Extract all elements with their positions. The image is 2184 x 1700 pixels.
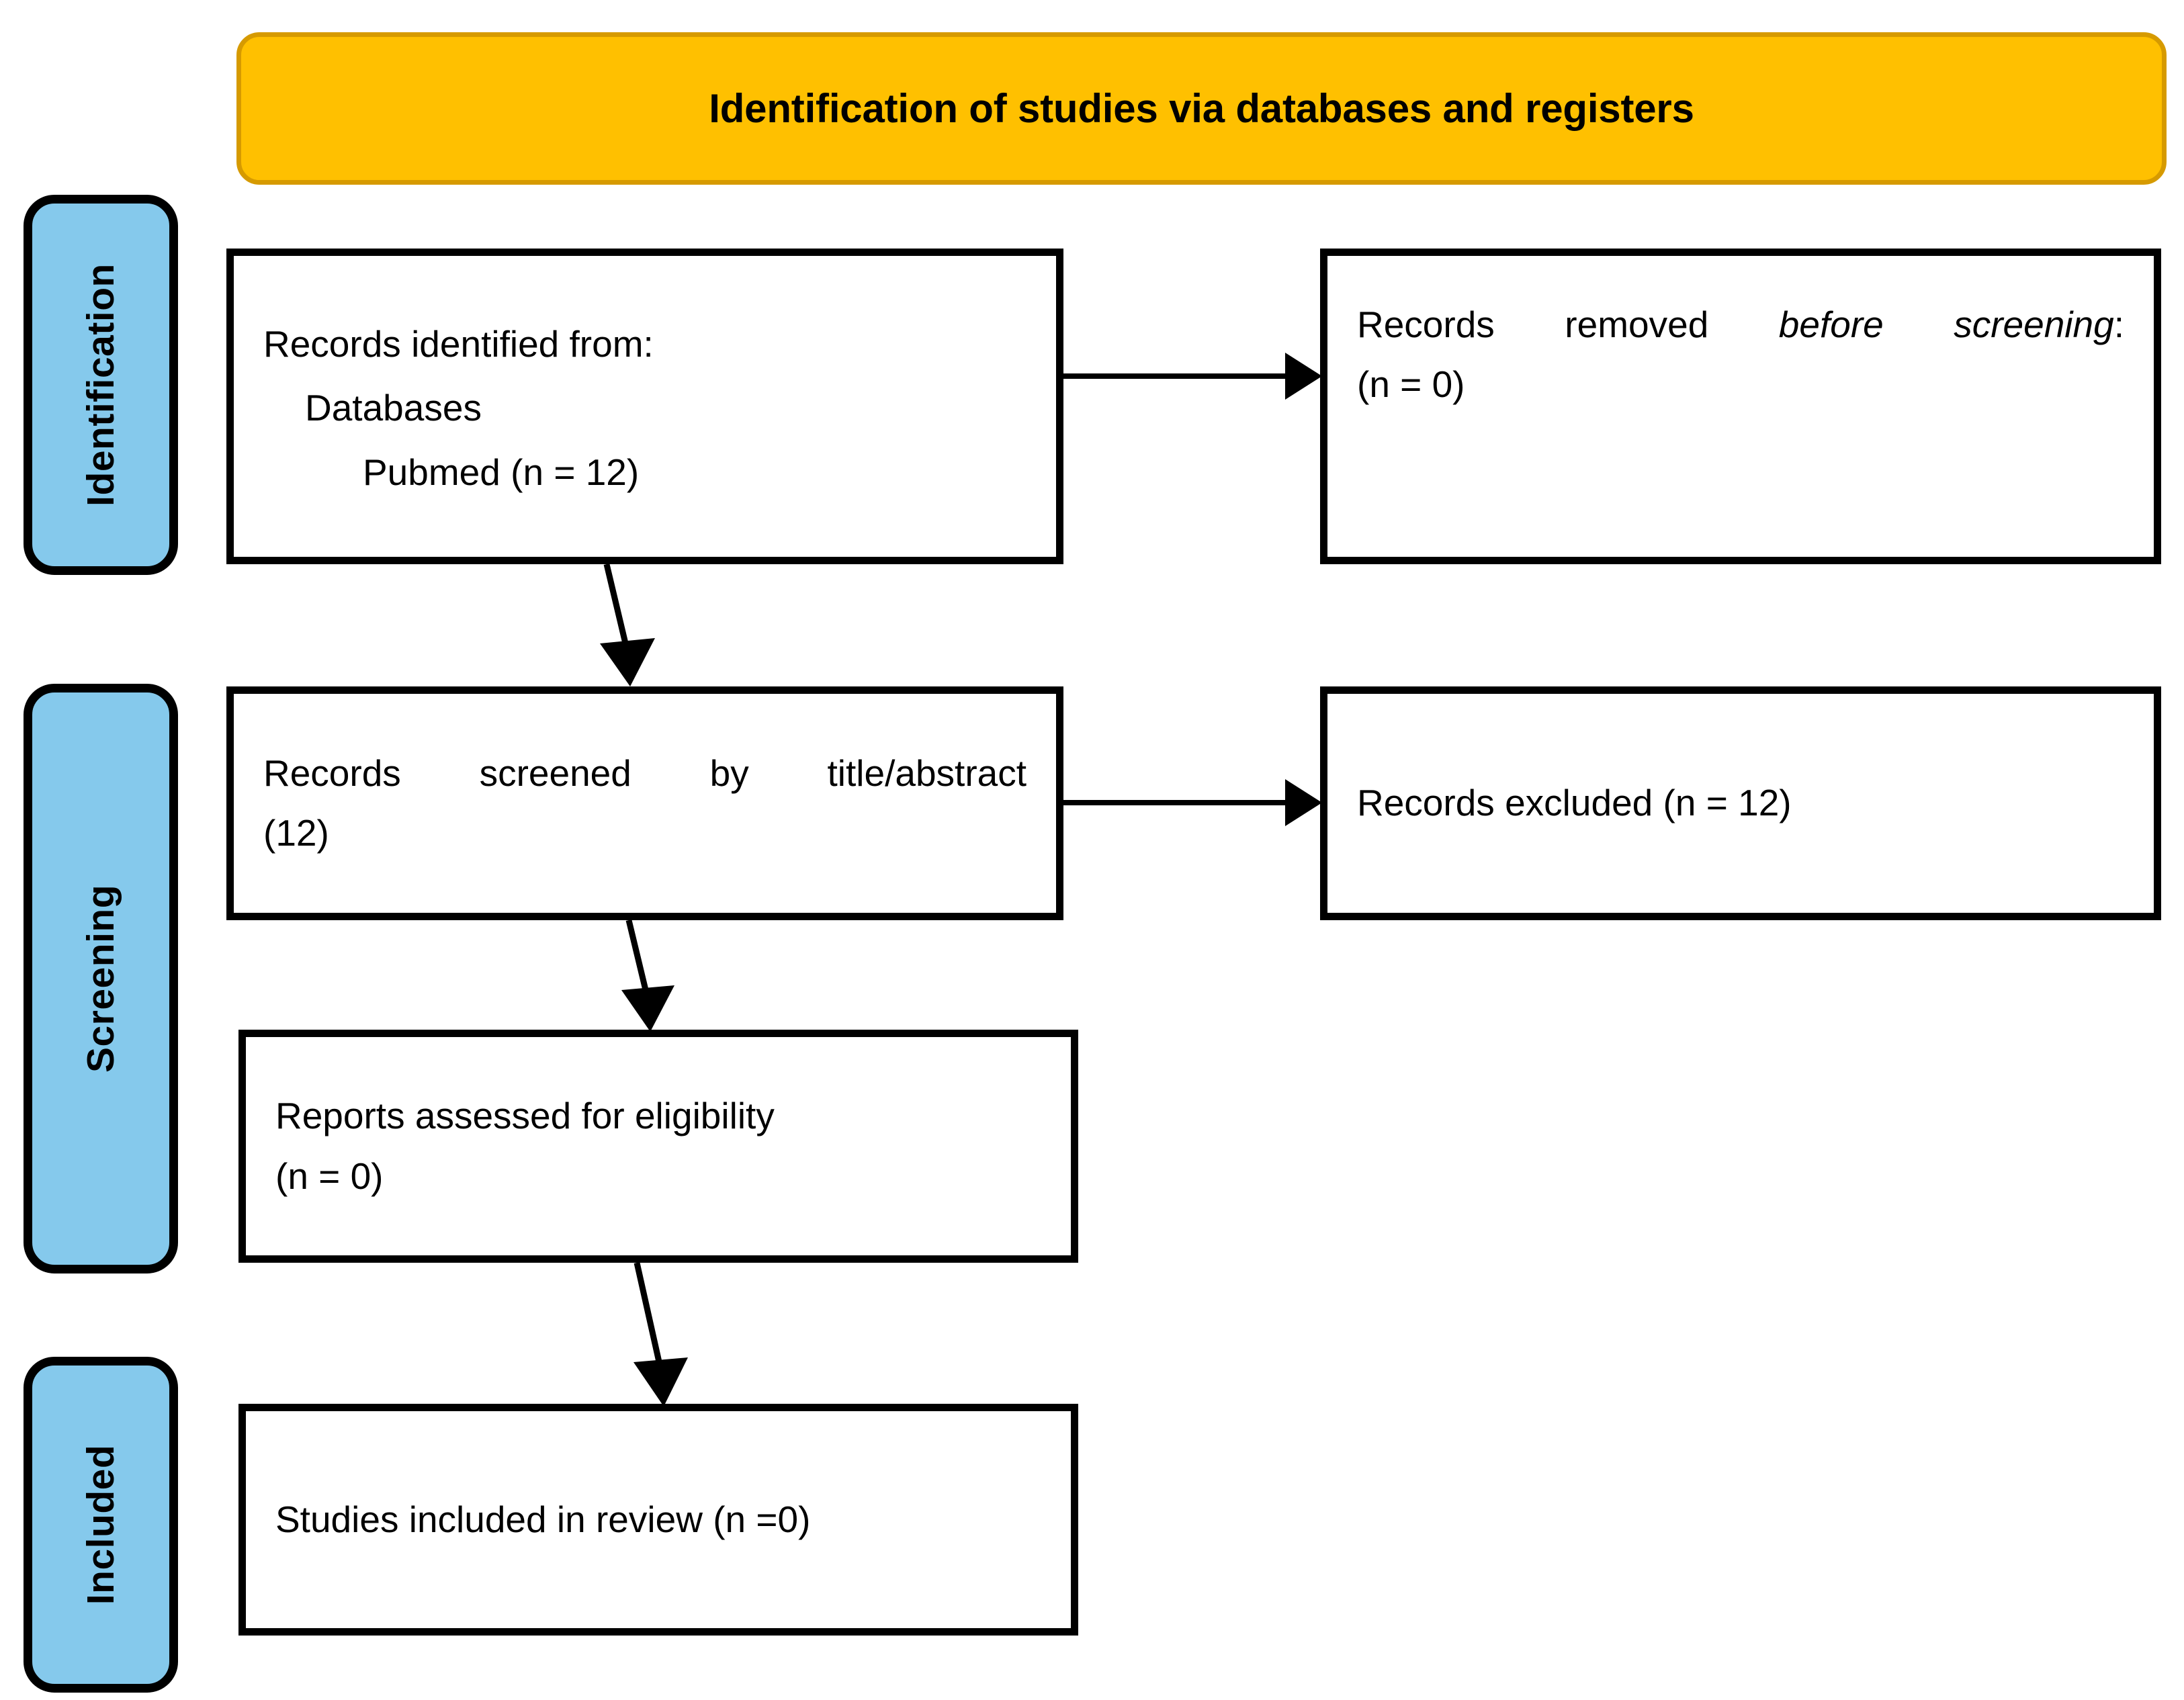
box-records-identified: Records identified from: Databases Pubme…	[226, 249, 1063, 564]
arrow-identified-to-screened	[600, 563, 655, 686]
stage-tab-screening-label: Screening	[79, 884, 122, 1073]
banner-title: Identification of studies via databases …	[709, 86, 1694, 131]
studies-included-line-1: Studies included in review (n =0)	[275, 1498, 811, 1540]
records-removed-italic: before screening	[1778, 304, 2114, 345]
stage-tab-identification-label: Identification	[79, 263, 123, 506]
records-identified-line-2: Databases	[305, 387, 482, 429]
box-studies-included-review: Studies included in review (n =0)	[238, 1404, 1078, 1636]
records-screened-line-1: Records screened by title/abstract	[263, 752, 1027, 794]
box-reports-assessed-eligibility: Reports assessed for eligibility (n = 0)	[238, 1030, 1078, 1263]
reports-eligibility-line-2: (n = 0)	[275, 1155, 384, 1197]
stage-tab-included: Included	[24, 1357, 178, 1693]
arrow-eligibility-to-included	[634, 1262, 688, 1406]
arrow-screened-to-eligibility	[621, 919, 674, 1032]
arrow-screened-to-excluded	[1063, 779, 1322, 826]
records-removed-line-1: Records removed before screening:	[1357, 295, 2124, 355]
records-identified-line-3: Pubmed (n = 12)	[363, 451, 640, 493]
box-records-removed: Records removed before screening: (n = 0…	[1320, 249, 2161, 564]
records-removed-line-2: (n = 0)	[1357, 363, 1465, 406]
stage-tab-screening: Screening	[24, 684, 178, 1273]
records-removed-suffix: :	[2113, 304, 2124, 345]
records-removed-prefix: Records removed	[1357, 304, 1779, 345]
records-excluded-line-1: Records excluded (n = 12)	[1357, 782, 1792, 824]
reports-eligibility-line-1: Reports assessed for eligibility	[275, 1095, 775, 1137]
stage-tab-included-label: Included	[79, 1444, 123, 1605]
records-screened-line-2: (12)	[263, 812, 329, 854]
banner-identification-header: Identification of studies via databases …	[236, 32, 2167, 185]
stage-tab-identification: Identification	[24, 195, 178, 575]
box-records-screened: Records screened by title/abstract (12)	[226, 686, 1063, 920]
arrow-identified-to-removed	[1063, 353, 1322, 400]
box-records-excluded: Records excluded (n = 12)	[1320, 686, 2161, 920]
records-identified-line-1: Records identified from:	[263, 323, 654, 365]
